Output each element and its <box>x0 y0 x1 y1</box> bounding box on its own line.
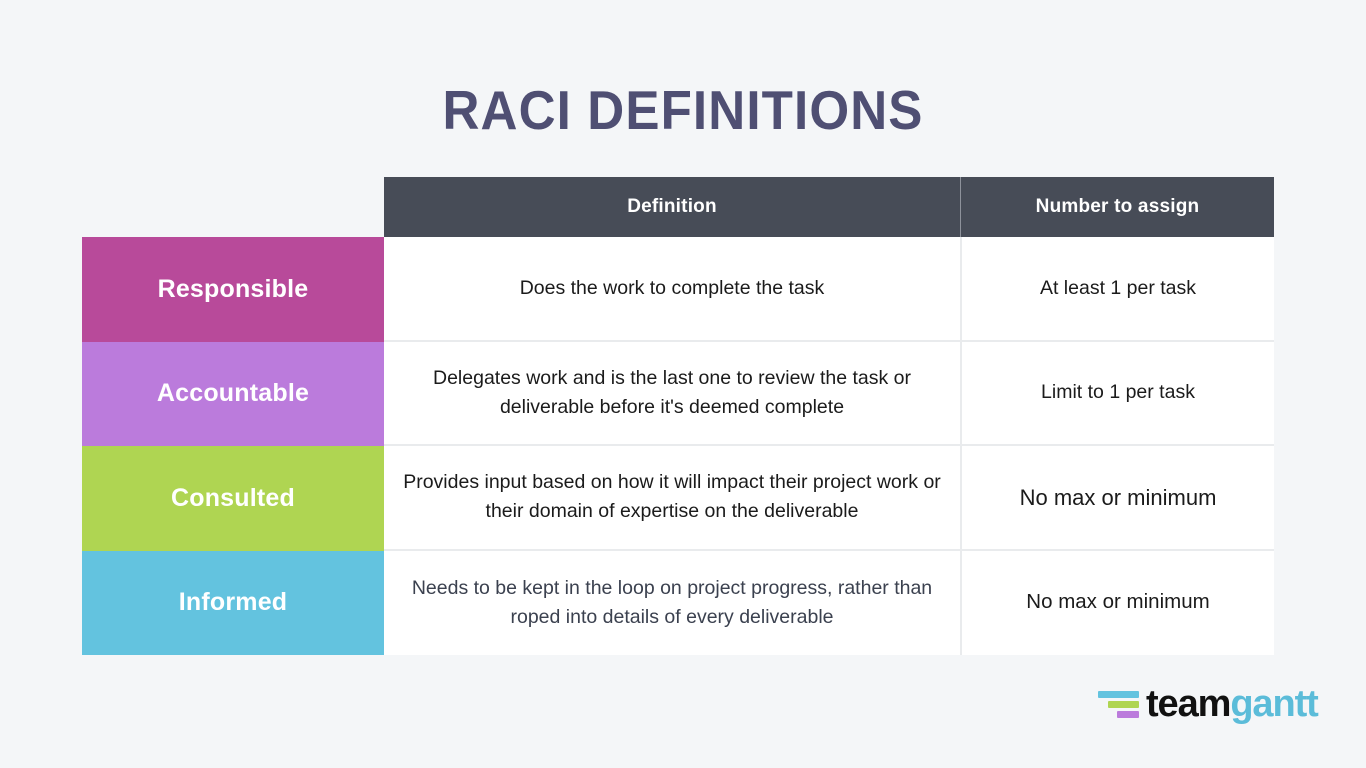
row-label-responsible: Responsible <box>82 237 384 342</box>
row-label-informed: Informed <box>82 550 384 655</box>
row-label-accountable: Accountable <box>82 341 384 446</box>
row-number-responsible: At least 1 per task <box>960 237 1274 342</box>
gantt-bar-green <box>1108 700 1139 708</box>
table-row: Informed Needs to be kept in the loop on… <box>82 550 1274 655</box>
row-number-consulted: No max or minimum <box>960 446 1274 551</box>
gantt-bars-icon <box>1098 687 1142 721</box>
row-definition-responsible: Does the work to complete the task <box>384 237 960 342</box>
row-label-consulted: Consulted <box>82 446 384 551</box>
page-title: RACI DEFINITIONS <box>442 79 924 141</box>
row-number-accountable: Limit to 1 per task <box>960 341 1274 446</box>
row-definition-accountable: Delegates work and is the last one to re… <box>384 341 960 446</box>
raci-definitions-table: Definition Number to assign Responsible … <box>82 177 1274 655</box>
table-header-row: Definition Number to assign <box>82 177 1274 237</box>
header-cell-label-spacer <box>82 177 384 237</box>
header-cell-number-to-assign: Number to assign <box>960 177 1274 237</box>
teamgantt-logo: team gantt <box>1098 683 1319 725</box>
header-cell-definition: Definition <box>384 177 960 237</box>
gantt-bar-purple <box>1117 710 1139 718</box>
table-row: Responsible Does the work to complete th… <box>82 237 1274 342</box>
logo-word-gantt: gantt <box>1230 683 1318 725</box>
row-definition-informed: Needs to be kept in the loop on project … <box>384 550 960 655</box>
logo-word-team: team <box>1146 683 1231 725</box>
table-row: Consulted Provides input based on how it… <box>82 446 1274 551</box>
gantt-bar-blue <box>1098 690 1139 698</box>
table-row: Accountable Delegates work and is the la… <box>82 341 1274 446</box>
row-number-informed: No max or minimum <box>960 550 1274 655</box>
row-definition-consulted: Provides input based on how it will impa… <box>384 446 960 551</box>
